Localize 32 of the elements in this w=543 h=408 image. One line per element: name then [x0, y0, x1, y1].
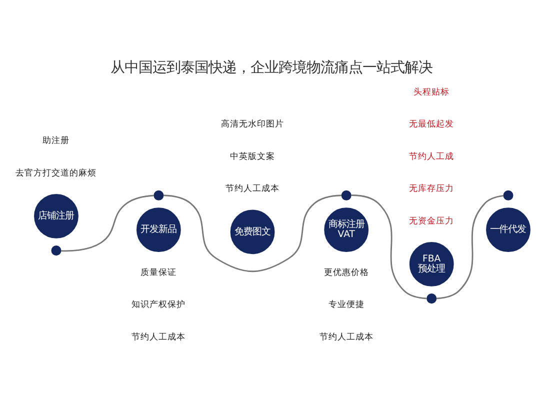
node-circle	[154, 190, 164, 200]
label: 无资金压力	[409, 216, 454, 226]
label: 高清无水印图片	[221, 120, 284, 130]
label: 节约人工成本	[226, 184, 280, 194]
node-circle: 一件代发	[484, 205, 533, 254]
connector	[60, 194, 154, 252]
connector	[436, 195, 504, 300]
connector	[164, 194, 342, 272]
label: 节约人工成	[409, 152, 454, 162]
label: 专业便捷	[328, 300, 364, 310]
label: 质量保证	[140, 268, 177, 278]
node-circle	[426, 294, 437, 304]
node-circle: 店铺注册	[32, 192, 81, 241]
label: 无最低起发	[409, 120, 454, 130]
label: 更优惠价格	[324, 268, 369, 278]
label: 知识产权保护	[132, 300, 186, 310]
diagram-title: 从中国运到泰国快递，企业跨境物流痛点一站式解决	[110, 60, 432, 76]
node-circle	[341, 190, 352, 200]
label: 助注册	[42, 136, 70, 146]
label: 头程贴标	[414, 87, 450, 98]
label: 节约人工成本	[132, 332, 186, 342]
label: 无库存压力	[409, 184, 454, 194]
node-circle	[51, 246, 62, 256]
node-circle: 开发新品	[134, 205, 184, 254]
node-circle: FBA 预处理	[407, 240, 456, 289]
label: 节约人工成本	[319, 332, 374, 342]
label: 去官方打交道的麻烦	[16, 168, 97, 178]
node-circle: 免费图文	[228, 208, 277, 256]
label: 中英版文案	[230, 152, 276, 162]
node-circle	[503, 190, 514, 200]
node-circle: 商标注册 VAT	[322, 205, 371, 254]
connector	[351, 194, 427, 300]
